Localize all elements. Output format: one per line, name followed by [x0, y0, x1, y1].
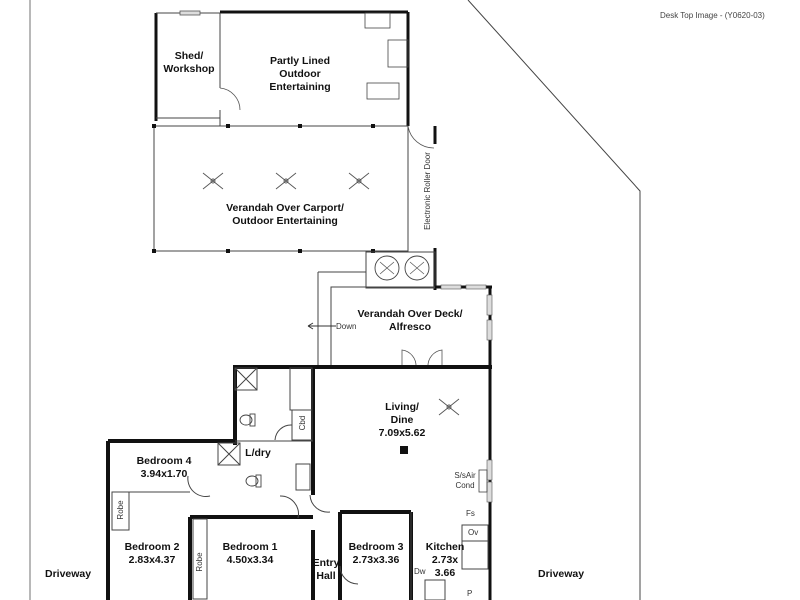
interior-lines — [111, 367, 489, 600]
air-cond-label: S/sAir Cond — [454, 471, 476, 490]
robe-label-bedroom-2: Robe — [116, 500, 125, 520]
down-arrow-icon — [307, 322, 336, 330]
toilet-icons — [239, 413, 262, 488]
column-marker — [400, 446, 408, 454]
page-title: Desk Top Image - (Y0620-03) — [660, 11, 765, 20]
oven-label: Ov — [468, 528, 479, 537]
room-bedroom-3: Bedroom 3 2.73x3.36 — [348, 541, 404, 566]
room-outdoor-entertaining: Partly Lined Outdoor Entertaining — [269, 55, 331, 93]
room-shed: Shed/ Workshop — [163, 50, 215, 75]
dishwasher-label: Dw — [414, 567, 426, 576]
deck-block — [307, 271, 493, 600]
robe-label-bedroom-1: Robe — [195, 552, 204, 572]
room-carport-verandah: Verandah Over Carport/ Outdoor Entertain… — [226, 202, 344, 227]
planter-area — [365, 251, 436, 289]
shed-block — [154, 10, 410, 126]
room-bedroom-2: Bedroom 2 2.83x4.37 — [124, 541, 180, 566]
room-kitchen: Kitchen 2.73x 3.66 — [425, 541, 465, 579]
down-label: Down — [336, 322, 357, 331]
driveway-left-label: Driveway — [45, 568, 92, 580]
room-deck-alfresco: Verandah Over Deck/ Alfresco — [357, 308, 463, 333]
cupboard-label: Cbd — [298, 415, 307, 431]
room-bedroom-4: Bedroom 4 3.94x1.70 — [136, 455, 192, 480]
boundary-right — [467, 0, 641, 600]
fridge-space-label: Fs — [466, 509, 475, 518]
electronic-roller-door-label: Electronic Roller Door — [423, 152, 432, 230]
room-living-dine: Living/ Dine 7.09x5.62 — [378, 401, 426, 439]
room-laundry: L/dry — [245, 447, 271, 459]
driveway-right-label: Driveway — [538, 568, 585, 580]
room-entry-hall: Entry Hall — [312, 557, 340, 582]
pantry-label: P — [467, 589, 473, 598]
room-bedroom-1: Bedroom 1 4.50x3.34 — [222, 541, 278, 566]
ceiling-fan-icons — [202, 172, 460, 416]
